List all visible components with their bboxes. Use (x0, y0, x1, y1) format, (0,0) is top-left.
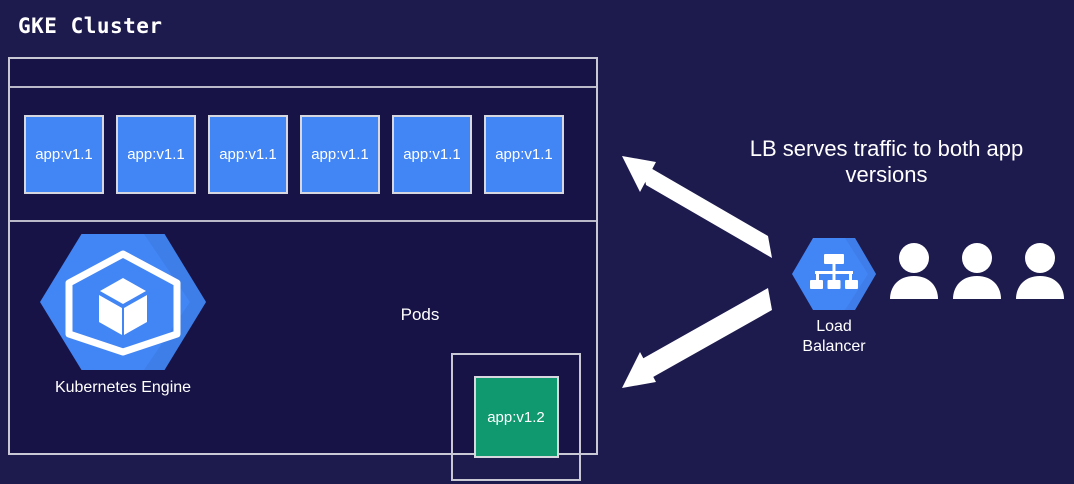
cluster-lower-area: Kubernetes Engine Pods app:v1.2 (10, 222, 596, 481)
user-icon (953, 243, 1001, 299)
load-balancer-group: Load Balancer (786, 238, 882, 356)
canary-pod-container: app:v1.2 (451, 353, 581, 481)
users-group (888, 243, 1066, 303)
pod-label: app:v1.1 (403, 145, 461, 163)
kubernetes-engine-label: Kubernetes Engine (54, 379, 192, 396)
pods-caption: Pods (400, 305, 440, 324)
stable-pods-row: app:v1.1 app:v1.1 app:v1.1 app:v1.1 app:… (10, 88, 596, 222)
pod-box[interactable]: app:v1.1 (24, 114, 104, 194)
arrow-to-canary-pod (622, 288, 772, 388)
load-balancer-label: Load Balancer (786, 317, 882, 356)
pod-box[interactable]: app:v1.1 (208, 114, 288, 194)
pod-box[interactable]: app:v1.1 (300, 114, 380, 194)
lb-caption: LB serves traffic to both app versions (749, 136, 1024, 187)
load-balancer-icon (792, 238, 876, 310)
load-balancer-label-line2: Balancer (802, 337, 866, 355)
canary-pod-label: app:v1.2 (487, 408, 545, 426)
pod-label: app:v1.1 (127, 145, 185, 163)
load-balancer-label-line1: Load (816, 318, 852, 335)
pod-label: app:v1.1 (311, 145, 369, 163)
page-title: GKE Cluster (18, 14, 163, 38)
user-icon (1016, 243, 1064, 299)
kubernetes-engine-group: Kubernetes Engine (28, 234, 218, 397)
gke-cluster-box: app:v1.1 app:v1.1 app:v1.1 app:v1.1 app:… (8, 57, 598, 481)
pod-label: app:v1.1 (219, 145, 277, 163)
pod-box[interactable]: app:v1.1 (392, 114, 472, 194)
pod-box[interactable]: app:v1.1 (116, 114, 196, 194)
cluster-header-strip (10, 59, 596, 88)
pod-label: app:v1.1 (35, 145, 93, 163)
canary-pod-box[interactable]: app:v1.2 (473, 376, 559, 458)
user-icon (890, 243, 938, 299)
pod-label: app:v1.1 (495, 145, 553, 163)
pod-box[interactable]: app:v1.1 (484, 114, 564, 194)
kubernetes-engine-icon (40, 234, 206, 370)
